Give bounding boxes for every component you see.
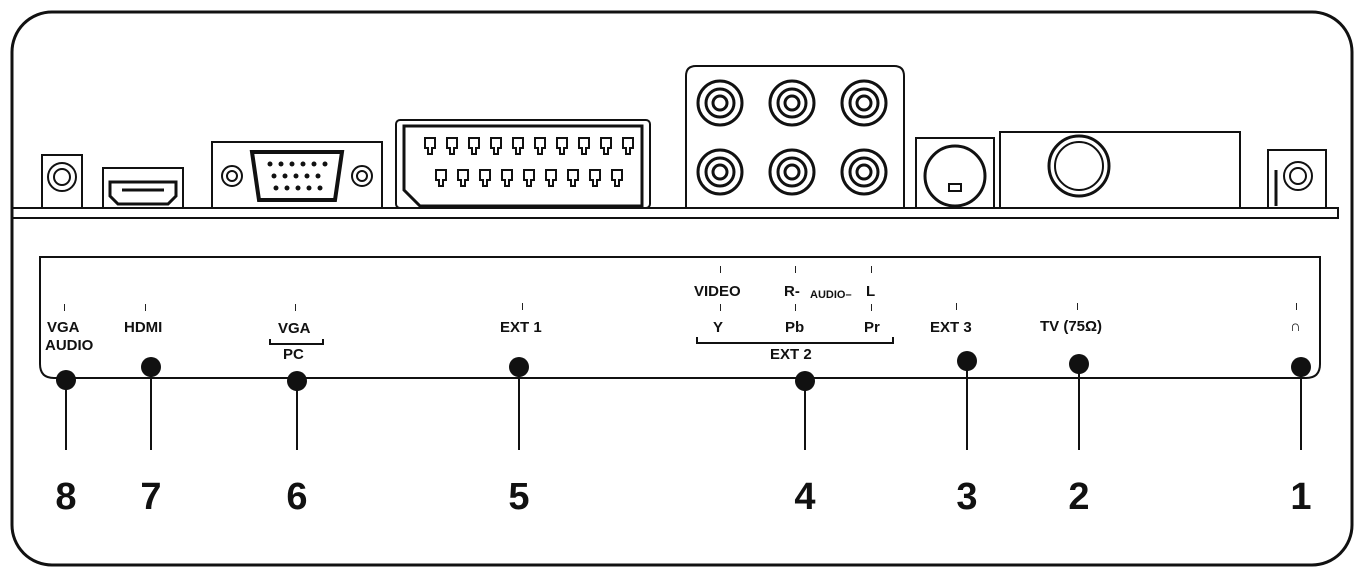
callout-number-6: 6 [286, 476, 308, 518]
leader-line-1 [1300, 367, 1302, 450]
callout-dot-5 [509, 357, 529, 377]
label-7: HDMI [124, 319, 163, 336]
label-6-line2: PC [283, 346, 304, 363]
ext2-bracket [696, 337, 894, 344]
tick [522, 303, 523, 310]
headphone-jack-icon [1267, 149, 1327, 209]
leader-line-7 [150, 367, 152, 450]
leader-line-6 [296, 381, 298, 450]
label-3: EXT 3 [930, 319, 972, 336]
callout-dot-4 [795, 371, 815, 391]
vga-pc-divider [269, 339, 324, 345]
label-pb: Pb [785, 319, 805, 336]
tick [1296, 303, 1297, 310]
leader-line-2 [1078, 364, 1080, 450]
label-plate [39, 256, 1321, 379]
leader-line-5 [518, 367, 520, 450]
leader-line-3 [966, 361, 968, 450]
label-audio-r: R- [784, 283, 800, 300]
callout-number-7: 7 [140, 476, 162, 518]
label-audio: AUDIO– [810, 289, 852, 301]
tick [64, 304, 65, 311]
label-pr: Pr [864, 319, 880, 336]
label-4: EXT 2 [770, 346, 812, 363]
scart-port-icon [395, 119, 651, 209]
label-8-line2: AUDIO [45, 337, 94, 354]
hdmi-port-icon [102, 167, 184, 209]
tick [871, 304, 872, 311]
tick [871, 266, 872, 273]
label-8-line1: VGA [47, 319, 80, 336]
callout-dot-8 [56, 370, 76, 390]
leader-line-8 [65, 380, 67, 450]
tick [1077, 303, 1078, 310]
vga-port-icon [211, 141, 383, 209]
tick [145, 304, 146, 311]
callout-dot-6 [287, 371, 307, 391]
svideo-port-icon [915, 137, 995, 209]
label-2: TV (75Ω) [1040, 318, 1103, 335]
callout-number-1: 1 [1290, 476, 1312, 518]
callout-number-3: 3 [956, 476, 978, 518]
tick [720, 304, 721, 311]
callout-dot-7 [141, 357, 161, 377]
callout-number-8: 8 [55, 476, 77, 518]
tick [720, 266, 721, 273]
rca-block-icon [685, 65, 905, 209]
callout-dot-1 [1291, 357, 1311, 377]
label-5: EXT 1 [500, 319, 542, 336]
label-video: VIDEO [694, 283, 741, 300]
callout-number-2: 2 [1068, 476, 1090, 518]
callout-dot-2 [1069, 354, 1089, 374]
antenna-port-icon [999, 131, 1241, 209]
panel-edge [12, 207, 1339, 219]
label-6-line1: VGA [278, 320, 311, 337]
tick [956, 303, 957, 310]
callout-dot-3 [957, 351, 977, 371]
vga-audio-jack-icon [41, 154, 83, 209]
tick [295, 304, 296, 311]
callout-number-5: 5 [508, 476, 530, 518]
tick [795, 304, 796, 311]
tick [795, 266, 796, 273]
callout-number-4: 4 [794, 476, 816, 518]
label-y: Y [713, 319, 724, 336]
label-audio-l: L [866, 283, 876, 300]
leader-line-4 [804, 381, 806, 450]
label-1-headphone-icon: ∩ [1290, 318, 1301, 335]
